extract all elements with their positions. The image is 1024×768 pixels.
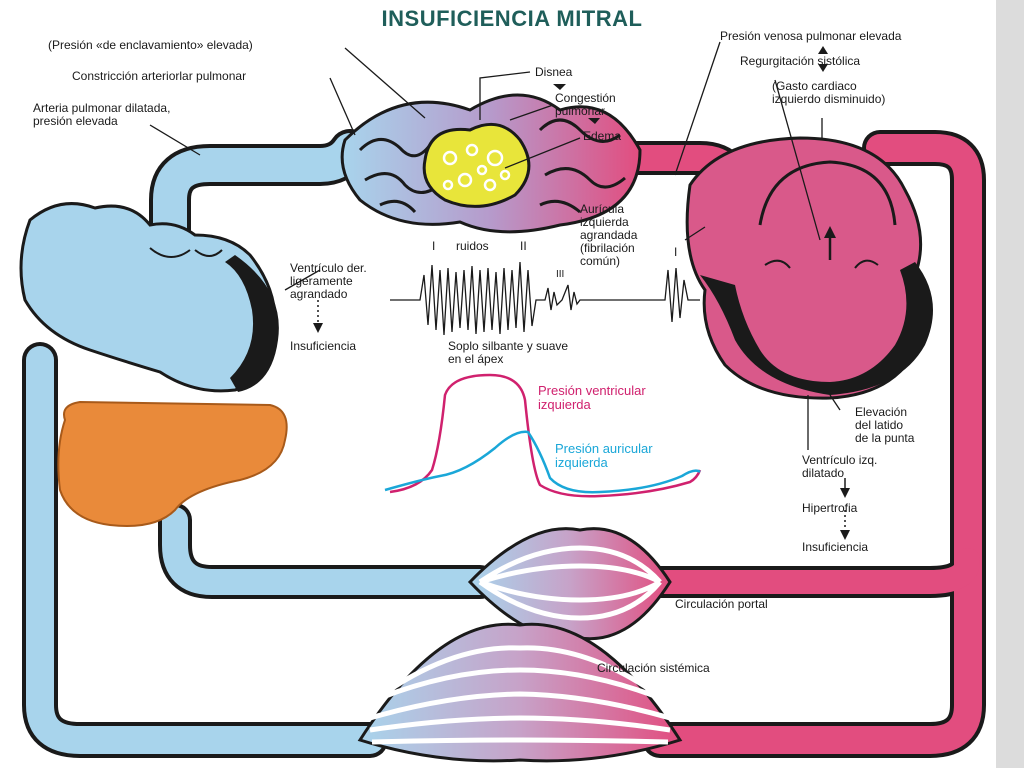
leader-lines bbox=[149, 41, 841, 450]
portal-capillary-bed bbox=[467, 527, 672, 641]
left-heart bbox=[685, 136, 933, 400]
label-congestion: Congestión pulmonar bbox=[555, 91, 616, 118]
atrial-pressure-curve bbox=[384, 430, 701, 494]
venous-vessels bbox=[22, 129, 497, 758]
pressure-curves bbox=[384, 373, 702, 498]
label-soplo: Soplo silbante y suave en el ápex bbox=[448, 339, 569, 366]
label-insuficiencia-der: Insuficiencia bbox=[290, 339, 357, 353]
label-gasto-cardiaco: (Gasto cardiaco izquierdo disminuido) bbox=[772, 79, 886, 106]
page-title: INSUFICIENCIA MITRAL bbox=[381, 6, 643, 31]
label-presion-venosa: Presión venosa pulmonar elevada bbox=[720, 29, 902, 43]
label-elevacion: Elevación del latido de la punta bbox=[855, 405, 915, 445]
liver bbox=[57, 400, 288, 527]
phonocardiogram bbox=[390, 261, 700, 336]
pulmonary-edema bbox=[422, 122, 531, 208]
label-ruido-ii: II bbox=[520, 239, 527, 253]
label-constriccion: Constricción arteriorlar pulmonar bbox=[72, 69, 247, 83]
label-circulacion-portal: Circulación portal bbox=[675, 597, 768, 611]
label-presion-auricular: Presión auricular izquierda bbox=[555, 441, 653, 470]
label-hipertrofia: Hipertrofia bbox=[802, 501, 858, 515]
pulmonary-capillaries bbox=[340, 93, 642, 234]
label-disnea: Disnea bbox=[535, 65, 573, 79]
label-auricula: Aurícula izquierda agrandada (fibrilació… bbox=[580, 202, 638, 268]
label-ruido-i2: I bbox=[674, 245, 678, 259]
label-ruido-iii: III bbox=[556, 269, 565, 280]
label-regurgitacion: Regurgitación sistólica bbox=[740, 54, 861, 68]
label-ventriculo-izq: Ventrículo izq. dilatado bbox=[802, 453, 878, 480]
label-ruidos: ruidos bbox=[456, 239, 489, 253]
label-presion-enclavamiento: (Presión «de enclavamiento» elevada) bbox=[48, 38, 253, 52]
edema-bubbles bbox=[442, 143, 511, 192]
label-ruido-i: I bbox=[432, 239, 436, 253]
right-heart bbox=[19, 202, 279, 393]
page-edge bbox=[996, 0, 1024, 768]
label-presion-ventricular: Presión ventricular izquierda bbox=[538, 383, 646, 412]
label-arteria-pulmonar: Arteria pulmonar dilatada, presión eleva… bbox=[33, 101, 171, 128]
label-insuficiencia-izq: Insuficiencia bbox=[802, 540, 869, 554]
label-edema: Edema bbox=[583, 129, 622, 143]
systemic-capillary-bed bbox=[357, 622, 683, 763]
ventricular-pressure-curve bbox=[389, 373, 702, 498]
label-ventriculo-der: Ventrículo der. ligeramente agrandado bbox=[290, 261, 367, 301]
label-circulacion-sistemica: Circulación sistémica bbox=[597, 661, 710, 675]
arrow-heads bbox=[313, 46, 850, 540]
dotted-arrows bbox=[317, 300, 846, 532]
